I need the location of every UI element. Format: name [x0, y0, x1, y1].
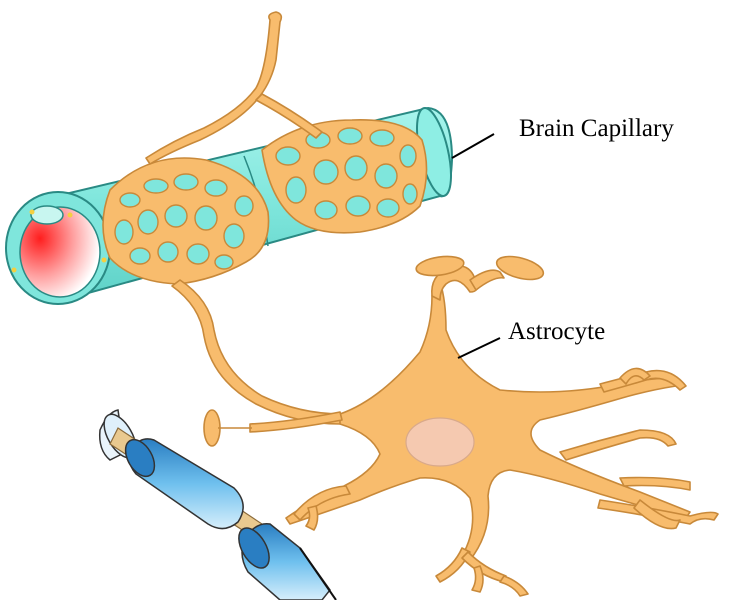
astrocyte [102, 11, 719, 597]
label-astrocyte: Astrocyte [457, 318, 605, 359]
endothelial-nucleus [30, 205, 64, 225]
astrocyte-nucleus [405, 417, 475, 467]
capillary-lumen [19, 206, 101, 298]
astrocyte-end-foot-right [261, 119, 428, 234]
leader-line-astrocyte [457, 337, 501, 359]
astrocyte-process-top [145, 11, 283, 165]
astrocyte-process-to-capillary [171, 279, 343, 425]
brain-capillary-label: Brain Capillary [519, 115, 674, 142]
label-brain-capillary: Brain Capillary [451, 115, 674, 159]
astrocyte-end-foot-left [102, 157, 270, 285]
astrocyte-soma [285, 281, 691, 561]
leader-line-capillary [451, 133, 495, 159]
astrocyte-label: Astrocyte [508, 318, 605, 345]
myelinated-axon [98, 409, 337, 600]
